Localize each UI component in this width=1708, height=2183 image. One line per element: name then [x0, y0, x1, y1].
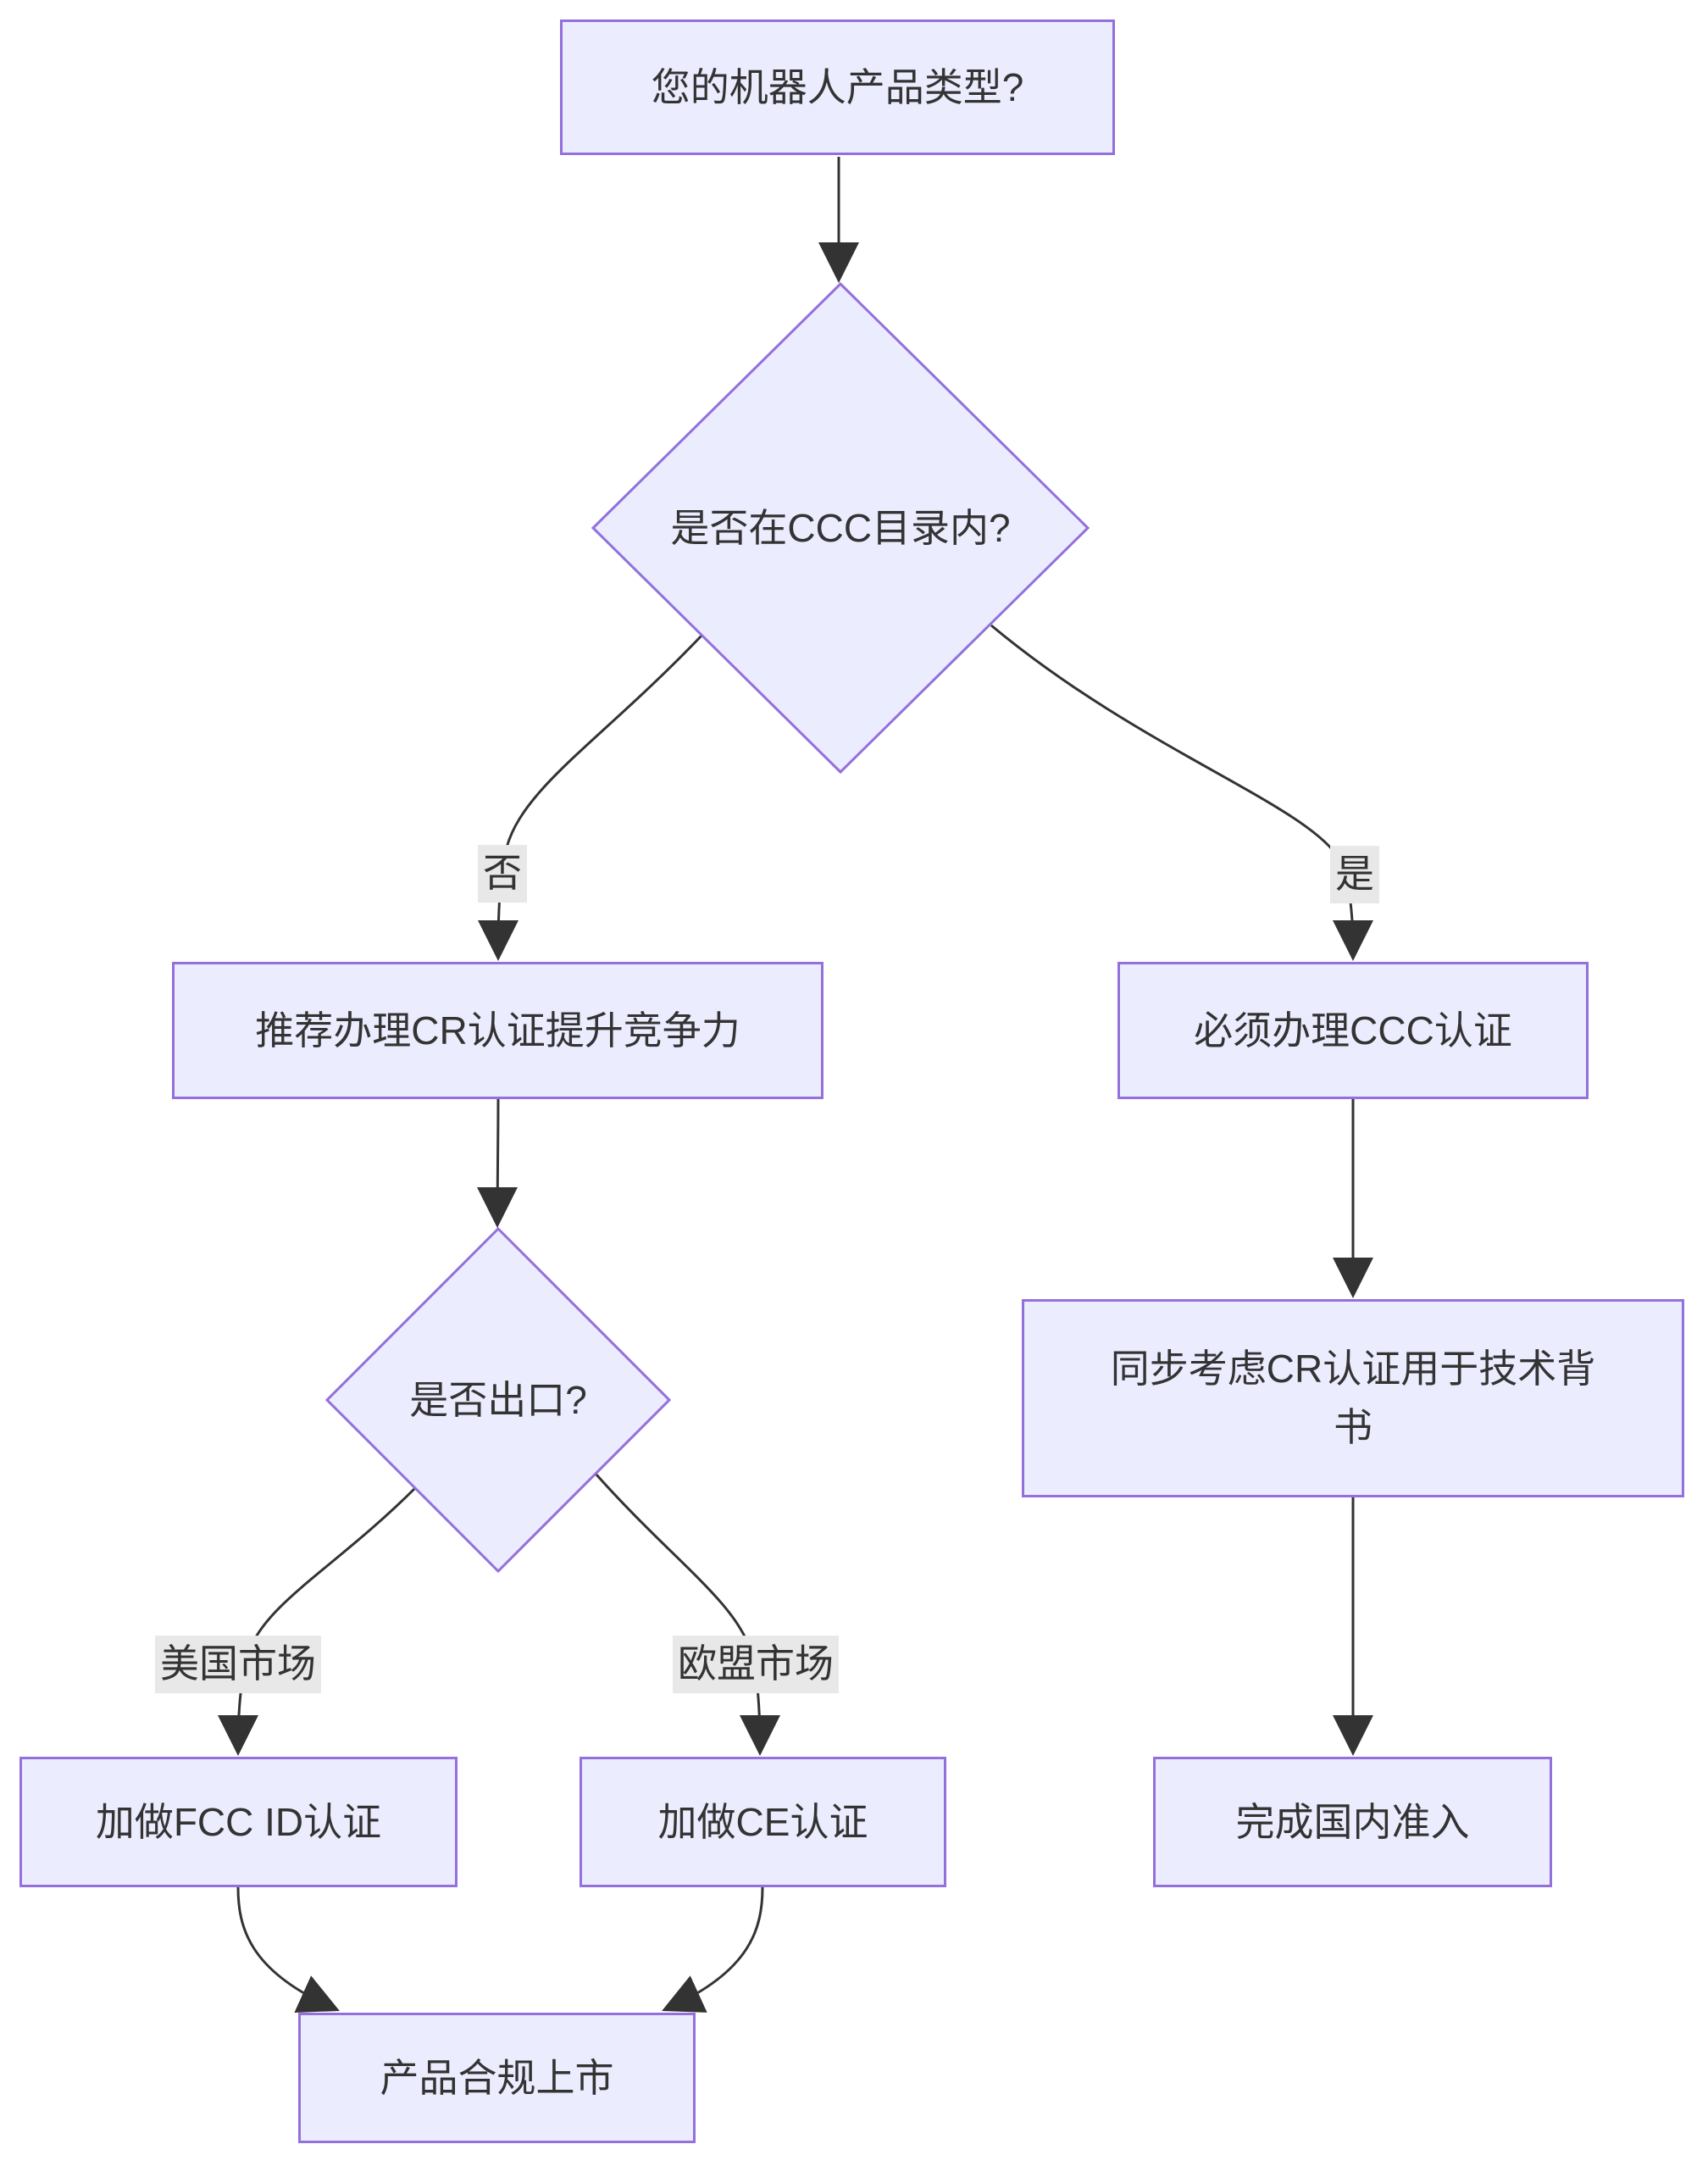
node-label: 加做FCC ID认证 — [95, 1799, 382, 1844]
node-cr-recommend: 推荐办理CR认证提升竞争力 — [172, 962, 824, 1099]
edge-label-text: 美国市场 — [160, 1641, 316, 1686]
node-label: 是否出口? — [409, 1377, 587, 1422]
edge-fcc-id-to-market-launch — [236, 1886, 340, 2014]
edge-ccc-decision-to-cr-recommend — [478, 632, 705, 961]
node-label: 您的机器人产品类型? — [651, 64, 1024, 109]
edge-export-decision-to-ce — [594, 1473, 780, 1756]
edge-cr-recommend-to-export-decision — [477, 1098, 518, 1228]
node-label: 必须办理CCC认证 — [1194, 1008, 1512, 1053]
node-label-line-1: 同步考虑CR认证用于技术背 — [1110, 1347, 1596, 1391]
node-domestic-access: 完成国内准入 — [1153, 1757, 1552, 1887]
node-label-line-2: 书 — [1334, 1405, 1372, 1449]
edge-label-text: 否 — [483, 851, 522, 896]
node-label: 完成国内准入 — [1235, 1799, 1470, 1844]
node-product-type: 您的机器人产品类型? — [560, 19, 1115, 155]
node-ccc-catalog-decision: 是否在CCC目录内? — [629, 487, 1052, 569]
node-ccc-catalog-decision-shape — [591, 281, 1090, 775]
node-export-decision-shape — [324, 1226, 672, 1574]
node-label: 是否在CCC目录内? — [670, 505, 1011, 550]
edge-label-text: 是 — [1335, 852, 1374, 897]
node-export-decision: 是否出口? — [329, 1359, 668, 1441]
node-ce: 加做CE认证 — [580, 1757, 946, 1887]
edge-export-decision-to-fcc-id — [218, 1486, 418, 1756]
edge-label-yes: 是 — [1330, 846, 1379, 903]
node-market-launch: 产品合规上市 — [298, 2013, 696, 2143]
edge-label-text: 欧盟市场 — [678, 1641, 834, 1686]
edge-label-eu-market: 欧盟市场 — [673, 1636, 839, 1693]
node-label: 推荐办理CR认证提升竞争力 — [255, 1008, 740, 1053]
node-label: 产品合规上市 — [380, 2055, 614, 2100]
edge-ce-to-market-launch — [662, 1886, 764, 2013]
node-label: 加做CE认证 — [657, 1799, 868, 1844]
edge-ccc-decision-to-ccc-required — [990, 624, 1373, 961]
node-cr-endorsement: 同步考虑CR认证用于技术背 书 — [1022, 1299, 1684, 1497]
edge-label-no: 否 — [478, 845, 527, 903]
edge-label-us-market: 美国市场 — [155, 1636, 321, 1693]
node-ccc-required: 必须办理CCC认证 — [1117, 962, 1589, 1099]
node-fcc-id: 加做FCC ID认证 — [19, 1757, 458, 1887]
